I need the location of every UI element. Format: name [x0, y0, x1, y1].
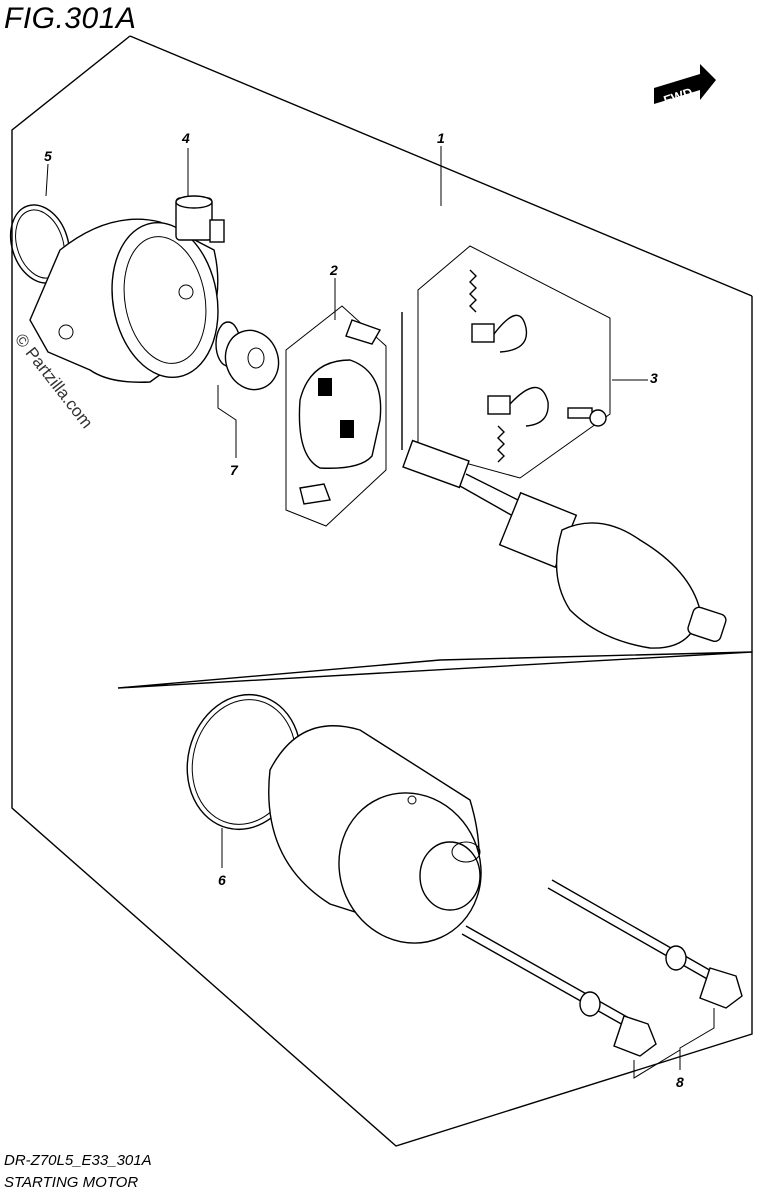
figure-code: DR-Z70L5_E33_301A [4, 1152, 152, 1169]
figure-name: STARTING MOTOR [4, 1174, 139, 1191]
leader-8b [633, 1049, 681, 1079]
washer-7-icon [215, 321, 280, 391]
assembly-outline [11, 35, 753, 1147]
leader-5 [45, 163, 49, 197]
figure-title: FIG.301A [4, 2, 137, 35]
callout-7: 7 [230, 462, 238, 478]
yoke-case-icon [268, 725, 482, 944]
bolt-8a-icon [547, 879, 743, 1009]
end-cover-4-icon [29, 195, 225, 383]
callout-3: 3 [650, 370, 658, 386]
armature-icon [401, 312, 727, 649]
callout-5: 5 [44, 148, 52, 164]
leader-7 [217, 385, 237, 458]
callout-8: 8 [676, 1074, 684, 1090]
brush-holder-2-icon [285, 305, 387, 527]
bolt-8b-icon [461, 925, 657, 1057]
callout-2: 2 [330, 262, 338, 278]
fwd-arrow-icon: FWD [654, 64, 716, 108]
callout-6: 6 [218, 872, 226, 888]
callout-4: 4 [182, 130, 190, 146]
leader-8 [679, 1008, 715, 1070]
brush-set-3-icon [417, 245, 611, 479]
callout-1: 1 [437, 130, 445, 146]
